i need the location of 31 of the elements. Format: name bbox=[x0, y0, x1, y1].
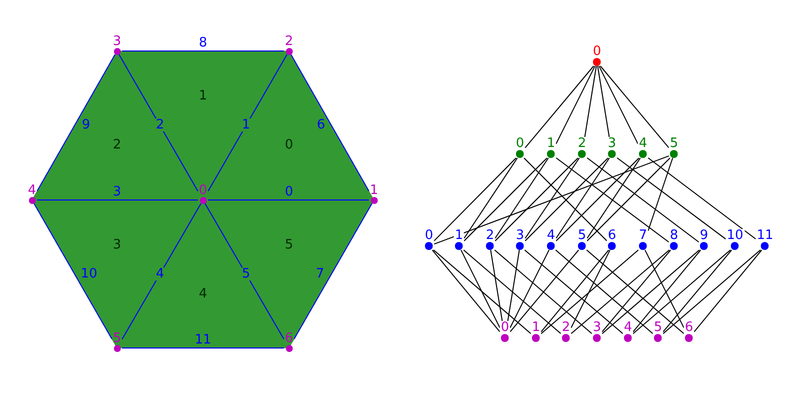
vertex-label: 2 bbox=[284, 34, 294, 48]
node-label: 4 bbox=[622, 321, 634, 334]
node-label: 0 bbox=[592, 45, 602, 58]
node-label: 1 bbox=[454, 229, 464, 242]
node-label: 2 bbox=[560, 321, 572, 334]
node-label: 2 bbox=[484, 229, 496, 242]
node-label: 3 bbox=[606, 137, 618, 150]
node-label: 10 bbox=[726, 229, 744, 242]
node-label: 5 bbox=[576, 229, 588, 242]
node-label: 4 bbox=[546, 229, 556, 242]
vertex-label: 3 bbox=[112, 34, 122, 48]
edge-label: 7 bbox=[314, 268, 326, 280]
node-label: 5 bbox=[668, 137, 680, 150]
node-label: 9 bbox=[698, 229, 710, 242]
node-label: 11 bbox=[756, 229, 774, 242]
edge-label: 10 bbox=[80, 268, 98, 280]
node-label: 6 bbox=[606, 229, 618, 242]
node-label: 2 bbox=[576, 137, 588, 150]
node-label: 0 bbox=[424, 229, 434, 242]
node-label: 4 bbox=[638, 137, 648, 150]
node-label: 1 bbox=[546, 137, 556, 150]
node-label: 0 bbox=[514, 137, 526, 150]
node-label: 5 bbox=[652, 321, 664, 334]
edge-label: 8 bbox=[198, 36, 208, 50]
node-label: 1 bbox=[530, 321, 542, 334]
node-label: 6 bbox=[684, 321, 694, 334]
node-label: 3 bbox=[514, 229, 526, 242]
node-label: 7 bbox=[638, 229, 648, 242]
node-label: 3 bbox=[592, 321, 602, 334]
node-label: 8 bbox=[668, 229, 680, 242]
node-label: 0 bbox=[500, 321, 510, 334]
